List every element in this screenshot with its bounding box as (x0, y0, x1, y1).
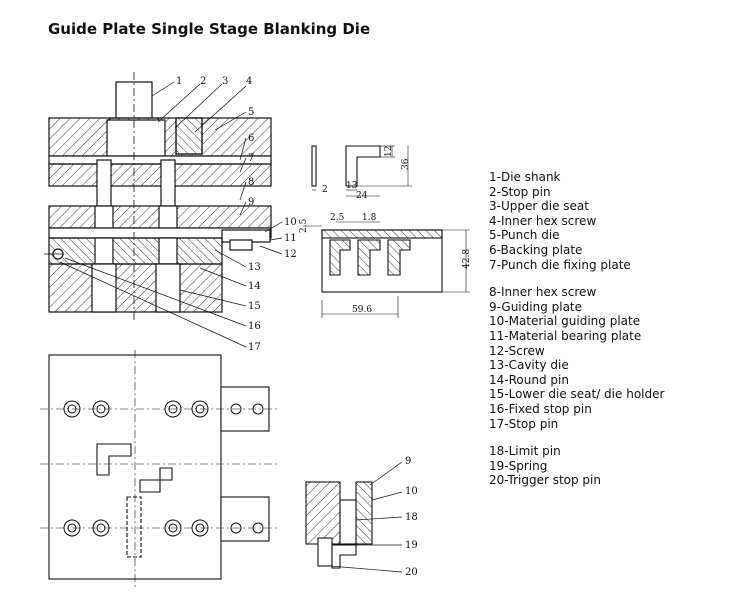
callout-15: 15 (248, 301, 261, 312)
punch-fixing-plate (48, 163, 272, 187)
strip-dimensions: 2.5 2.5 1.8 59.6 42.8 (299, 213, 472, 315)
callout-11: 11 (284, 233, 297, 244)
detail-view (305, 481, 373, 569)
dim-part-w3: 24 (356, 191, 368, 201)
legend-item: 2-Stop pin (489, 184, 551, 199)
legend-item: 6-Backing plate (489, 242, 583, 257)
callout-12: 12 (284, 249, 297, 260)
callout-14: 14 (248, 281, 261, 292)
callout-6: 6 (248, 133, 254, 144)
legend-item: 18-Limit pin (489, 444, 561, 459)
legend-item: 14-Round pin (489, 372, 569, 387)
callout-10: 10 (284, 217, 297, 228)
legend-item: 1-Die shank (489, 170, 561, 184)
section-view (44, 72, 272, 320)
legend-item: 11-Material bearing plate (489, 328, 642, 343)
legend-item: 10-Material guiding plate (489, 314, 641, 329)
dim-part-h1: 12 (384, 146, 394, 157)
legend-item: 16-Fixed stop pin (489, 401, 592, 416)
callout-9: 9 (248, 197, 254, 208)
dim-strip-width: 59.6 (352, 305, 372, 315)
page-title: Guide Plate Single Stage Blanking Die (48, 20, 371, 38)
dim-strip-height: 42.8 (462, 249, 472, 269)
legend-item: 15-Lower die seat/ die holder (489, 387, 665, 402)
legend-item: 4-Inner hex screw (489, 213, 597, 228)
legend-item: 12-Screw (489, 343, 545, 358)
legend-item: 17-Stop pin (489, 416, 559, 431)
callout-4: 4 (246, 76, 252, 87)
dim-part-h2: 36 (401, 158, 411, 170)
leader-lines-detail (329, 461, 403, 573)
cavity-die (48, 237, 223, 265)
callout-detail-18: 18 (405, 512, 418, 523)
callout-detail-19: 19 (405, 540, 418, 551)
dim-part-w2: 13 (346, 181, 358, 191)
callout-5: 5 (248, 107, 254, 118)
dim-strip-gap2: 1.8 (362, 213, 377, 223)
part-drawing (311, 145, 412, 197)
legend-item: 7-Punch die fixing plate (489, 257, 631, 272)
callout-7: 7 (248, 153, 254, 164)
legend-item: 8-Inner hex screw (489, 285, 597, 300)
part-dimensions: 12 36 2 13 24 (322, 146, 411, 201)
legend-item: 20-Trigger stop pin (489, 473, 601, 488)
legend-item: 19-Spring (489, 458, 548, 473)
dim-part-w1: 2 (322, 185, 328, 195)
leader-lines-main (59, 81, 283, 348)
callout-2: 2 (200, 76, 206, 87)
callout-8: 8 (248, 177, 254, 188)
lower-die-seat (48, 263, 223, 313)
callout-16: 16 (248, 321, 261, 332)
legend-item: 5-Punch die (489, 228, 560, 243)
dim-strip-gap1: 2.5 (330, 213, 345, 223)
callout-1: 1 (176, 76, 182, 87)
callouts-main: 1 2 3 4 5 6 7 8 9 10 11 12 13 14 15 16 1… (176, 76, 297, 353)
callout-detail-9: 9 (405, 456, 411, 467)
callout-13: 13 (248, 262, 261, 273)
callout-detail-20: 20 (405, 567, 418, 578)
callouts-detail: 9 10 18 19 20 (405, 456, 418, 578)
callout-3: 3 (222, 76, 228, 87)
callout-detail-10: 10 (405, 486, 418, 497)
callout-17: 17 (248, 342, 261, 353)
legend-item: 13-Cavity die (489, 358, 569, 373)
legend-item: 9-Guiding plate (489, 299, 583, 314)
dim-strip-t: 2.5 (299, 218, 309, 233)
backing-plate (48, 155, 272, 165)
strip-layout (303, 221, 470, 318)
legend-item: 3-Upper die seat (489, 199, 589, 214)
plan-view (40, 350, 280, 588)
